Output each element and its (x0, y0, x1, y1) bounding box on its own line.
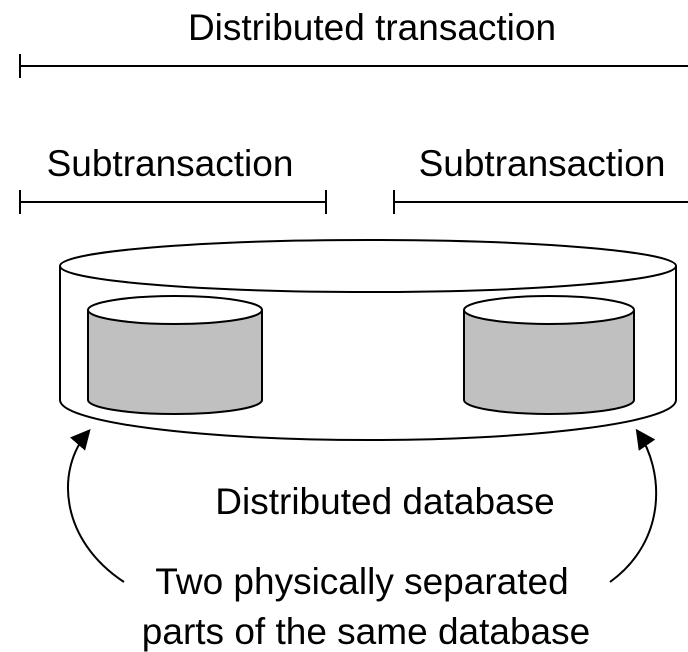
title-label: Distributed transaction (188, 7, 556, 48)
database-label: Distributed database (215, 481, 554, 522)
right-disk-icon (463, 295, 635, 415)
right-subtransaction-label: Subtransaction (419, 143, 666, 184)
left-subtransaction-bracket (19, 190, 327, 214)
transaction-span-bracket (19, 54, 688, 78)
caption-line-1: Two physically separated (155, 561, 568, 602)
right-subtransaction-bracket (393, 190, 688, 214)
right-pointer-arrow (609, 428, 658, 583)
left-subtransaction-label: Subtransaction (47, 143, 294, 184)
caption-line-2: parts of the same database (142, 611, 590, 652)
left-disk-icon (87, 295, 263, 415)
left-pointer-arrow (66, 428, 125, 583)
